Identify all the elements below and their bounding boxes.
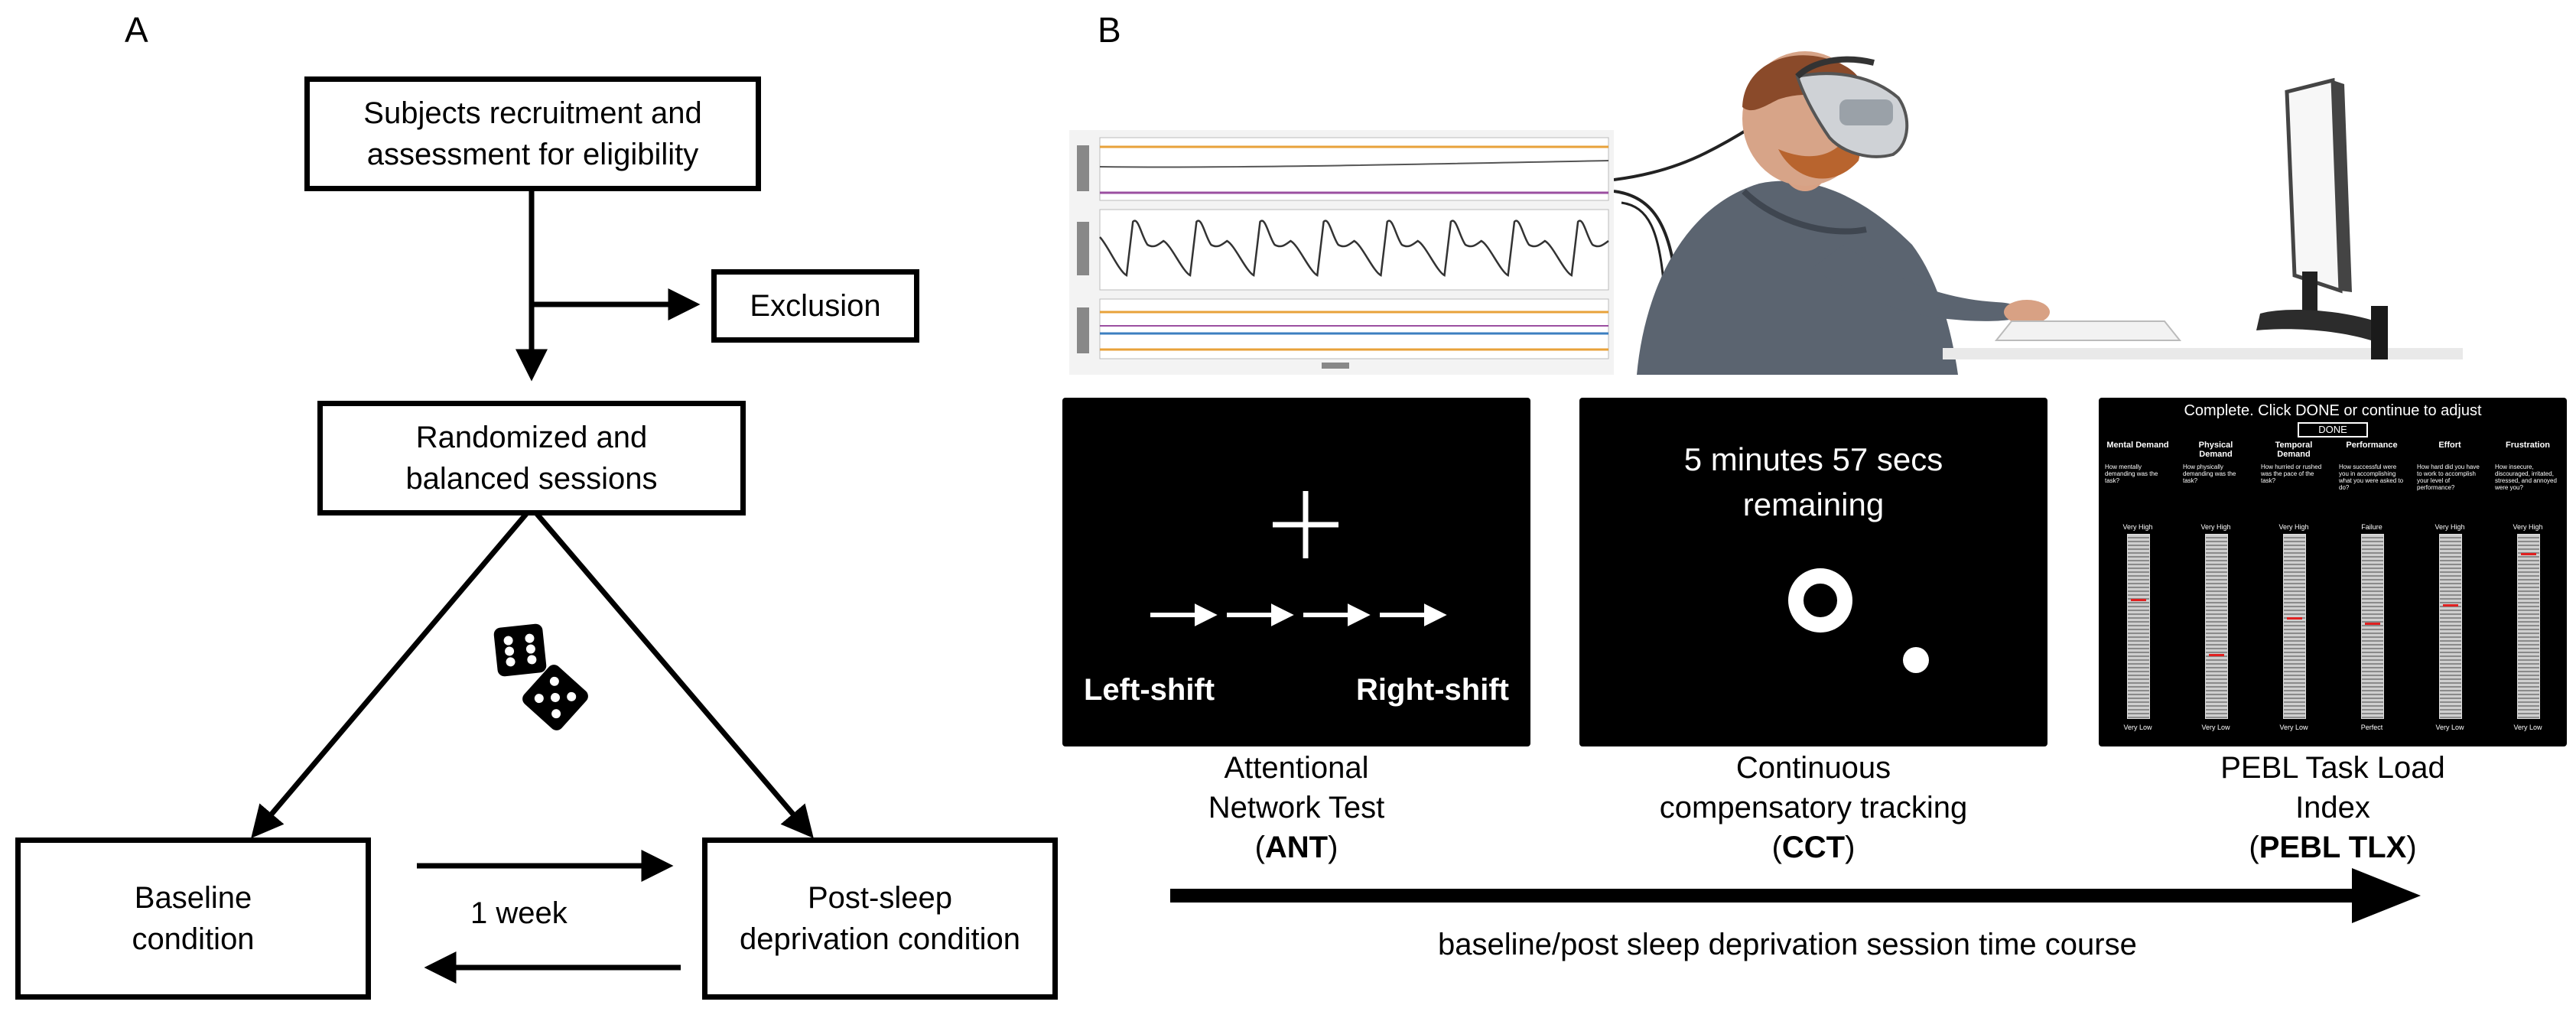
arrow-to-baseline (251, 512, 529, 839)
cct-timer-line2: remaining (1742, 486, 1885, 522)
recruitment-box: Subjects recruitment and assessment for … (304, 76, 761, 191)
ant-abbr: ANT (1264, 831, 1329, 864)
cct-caption: Continuous compensatory tracking (CCT) (1584, 748, 2043, 867)
physiological-signals-plot (1069, 130, 1614, 375)
tlx-rating-scale[interactable] (2283, 534, 2306, 719)
tlx-rating-marker[interactable] (2521, 553, 2536, 555)
tlx-top-label: Very High (2122, 523, 2153, 531)
tlx-rating-scale[interactable] (2439, 534, 2462, 719)
cct-abbr: CCT (1781, 831, 1846, 864)
tlx-abbr: PEBL TLX (2259, 831, 2407, 864)
tlx-rating-scale[interactable] (2361, 534, 2384, 719)
tlx-rating-marker[interactable] (2131, 599, 2146, 601)
tlx-question: How successful were you in accomplishing… (2339, 463, 2404, 491)
flowchart-arrows (251, 190, 814, 984)
tlx-caption-line1: PEBL Task Load (2220, 751, 2445, 785)
cct-caption-abbr: (CCT) (1771, 831, 1856, 864)
tlx-question: How hurried or rushed was the pace of th… (2261, 463, 2322, 484)
tlx-bottom-label: Very Low (2435, 724, 2464, 731)
randomized-box: Randomized and balanced sessions (317, 401, 746, 516)
tlx-rating-marker[interactable] (2443, 604, 2458, 607)
tlx-column-title: Mental Demand (2106, 441, 2169, 450)
tlx-question: How hard did you have to work to accompl… (2417, 463, 2480, 491)
interval-label: 1 week (470, 896, 568, 930)
tlx-bottom-label: Very Low (2201, 724, 2230, 731)
cct-timer-text: 5 minutes 57 secs remaining (1579, 437, 2047, 528)
fixation-cross (1273, 491, 1338, 558)
tlx-column-title: Temporal Demand (2275, 441, 2313, 459)
tlx-top-label: Very High (2200, 523, 2231, 531)
cct-caption-line2: compensatory tracking (1659, 791, 1968, 824)
tlx-bottom-label: Very Low (2123, 724, 2152, 731)
tlx-task-screen: Complete. Click DONE or continue to adju… (2099, 398, 2567, 746)
tlx-column-title: Performance (2346, 441, 2398, 450)
tlx-top-label: Very High (2435, 523, 2465, 531)
tlx-top-label: Very High (2278, 523, 2309, 531)
cct-timer-line1: 5 minutes 57 secs (1683, 441, 1943, 477)
tlx-top-label: Very High (2513, 523, 2543, 531)
tlx-column-title: Effort (2438, 441, 2461, 450)
tlx-caption-abbr: (PEBL TLX) (2249, 831, 2417, 864)
cct-caption-line1: Continuous (1735, 751, 1891, 785)
tlx-rating-marker[interactable] (2365, 623, 2380, 626)
ant-right-shift-label: Right-shift (1356, 673, 1509, 707)
ant-caption: Attentional Network Test (ANT) (1139, 748, 1454, 867)
tlx-rating-marker[interactable] (2287, 617, 2302, 620)
postsleep-condition-box: Post-sleep deprivation condition (702, 837, 1058, 1000)
tlx-column-title: Physical Demand (2198, 441, 2233, 459)
ant-task-screen: Left-shift Right-shift (1062, 398, 1530, 746)
tlx-bottom-label: Perfect (2360, 724, 2383, 731)
ant-caption-line1: Attentional (1224, 751, 1369, 785)
tlx-rating-scale[interactable] (2517, 534, 2540, 719)
cct-task-screen: 5 minutes 57 secs remaining (1579, 398, 2047, 746)
arrow-to-postsleep (535, 512, 814, 838)
ant-caption-abbr: (ANT) (1254, 831, 1338, 864)
ant-left-shift-label: Left-shift (1084, 673, 1215, 707)
cct-cursor-dot (1903, 647, 1929, 673)
panel-b-label: B (1098, 10, 1121, 50)
session-timeline-arrow (1170, 868, 2421, 923)
tlx-question: How insecure, discouraged, irritated, st… (2495, 463, 2557, 491)
participant-illustration (1614, 51, 2463, 375)
arrow-flankers (1150, 603, 1447, 626)
tlx-rating-scale[interactable] (2205, 534, 2228, 719)
tlx-top-label: Failure (2361, 523, 2382, 531)
tlx-caption-line2: Index (2295, 791, 2370, 824)
panel-a-label: A (125, 10, 148, 50)
tlx-bottom-label: Very Low (2279, 724, 2308, 731)
baseline-condition-box: Baseline condition (15, 837, 371, 1000)
timeline-label: baseline/post sleep deprivation session … (1438, 928, 2137, 961)
tlx-done-button[interactable]: DONE (2298, 422, 2368, 437)
tlx-question: How mentally demanding was the task? (2105, 463, 2158, 484)
tlx-bottom-label: Very Low (2513, 724, 2542, 731)
tlx-caption: PEBL Task Load Index (PEBL TLX) (2180, 748, 2486, 867)
dice-icon (493, 623, 588, 730)
tlx-rating-marker[interactable] (2209, 654, 2224, 656)
tlx-question: How physically demanding was the task? (2183, 463, 2236, 484)
exclusion-box: Exclusion (711, 269, 919, 343)
ant-caption-line2: Network Test (1208, 791, 1385, 824)
cct-target-ring (1788, 568, 1852, 633)
tlx-rating-scale[interactable] (2127, 534, 2150, 719)
tlx-column-title: Frustration (2505, 441, 2551, 450)
tlx-header: Complete. Click DONE or continue to adju… (2184, 402, 2482, 419)
